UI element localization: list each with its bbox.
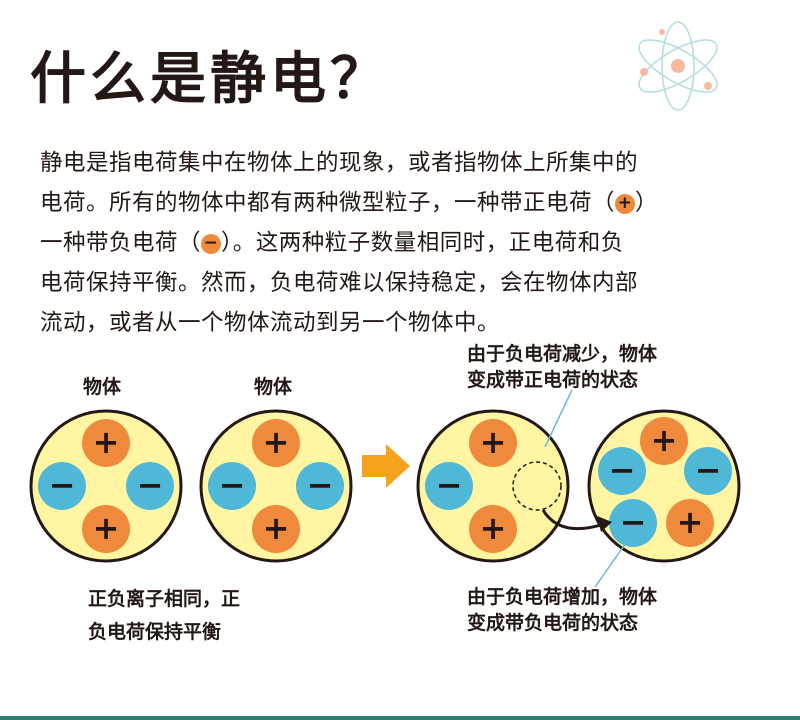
paragraph-line-1: 静电是指电荷集中在物体上的现象，或者指物体上所集中的 bbox=[40, 150, 639, 176]
svg-text:+: + bbox=[263, 423, 290, 461]
svg-text:−: − bbox=[49, 466, 76, 504]
negative-charge: − bbox=[425, 462, 473, 510]
paragraph-line-5: 流动，或者从一个物体流动到另一个物体中。 bbox=[40, 310, 501, 336]
paragraph-line-2: 电荷。所有的物体中都有两种微型粒子，一种带正电荷（+） bbox=[40, 183, 740, 223]
positive-charge: + bbox=[252, 419, 300, 467]
negative-charge: − bbox=[609, 499, 657, 547]
positive-charge: + bbox=[666, 499, 714, 547]
positive-state-caption-line-2: 变成带正电荷的状态 bbox=[467, 369, 639, 391]
page-title: 什么是静电？ bbox=[30, 47, 390, 112]
negative-charge: − bbox=[126, 462, 174, 510]
svg-text:+: + bbox=[480, 423, 507, 461]
paragraph-line-3: 一种带负电荷（−）。这两种粒子数量相同时，正电荷和负 bbox=[40, 223, 740, 263]
object-label-2: 物体 bbox=[254, 376, 293, 398]
positive-charge: + bbox=[469, 505, 517, 553]
paragraph-line-3-text-b: ）。这两种粒子数量相同时，正电荷和负 bbox=[221, 230, 624, 256]
positive-charge-icon: + bbox=[615, 194, 636, 214]
object-circle-negative: + + − − − bbox=[587, 409, 741, 563]
svg-text:+: + bbox=[93, 509, 120, 547]
intro-paragraph: 静电是指电荷集中在物体上的现象，或者指物体上所集中的 电荷。所有的物体中都有两种… bbox=[40, 143, 740, 343]
svg-text:+: + bbox=[263, 509, 290, 547]
negative-charge: − bbox=[684, 447, 732, 495]
svg-text:−: − bbox=[307, 466, 334, 504]
paragraph-line-2-text-a: 电荷。所有的物体中都有两种微型粒子，一种带正电荷（ bbox=[40, 190, 616, 216]
negative-charge-icon: − bbox=[201, 234, 222, 254]
paragraph-line-2-text-b: ） bbox=[635, 190, 659, 216]
missing-charge-outline bbox=[512, 461, 562, 511]
svg-text:−: − bbox=[436, 466, 463, 504]
negative-charge: − bbox=[598, 447, 646, 495]
positive-charge: + bbox=[82, 419, 130, 467]
object-circle-positive: + + − bbox=[416, 409, 570, 563]
svg-text:+: + bbox=[677, 503, 704, 541]
svg-text:+: + bbox=[651, 421, 678, 459]
svg-text:−: − bbox=[137, 466, 164, 504]
svg-text:−: − bbox=[609, 451, 636, 489]
atom-icon bbox=[638, 21, 718, 111]
bottom-divider bbox=[0, 716, 800, 720]
object-circle-2: + + − − bbox=[199, 409, 353, 563]
transfer-arrow bbox=[541, 509, 605, 531]
arrow-right-icon bbox=[362, 444, 410, 488]
negative-state-caption-line-1: 由于负电荷增加，物体 bbox=[467, 586, 658, 608]
leader-line-top bbox=[544, 389, 573, 448]
positive-charge: + bbox=[469, 419, 517, 467]
transfer-arrowhead bbox=[597, 516, 612, 532]
object-label-1: 物体 bbox=[83, 376, 122, 398]
svg-text:−: − bbox=[695, 451, 722, 489]
balanced-caption-line-1: 正负离子相同，正 bbox=[88, 588, 241, 610]
svg-text:−: − bbox=[620, 503, 647, 541]
positive-state-caption-line-1: 由于负电荷减少，物体 bbox=[467, 343, 658, 365]
negative-charge: − bbox=[296, 462, 344, 510]
negative-state-caption-line-2: 变成带负电荷的状态 bbox=[467, 612, 639, 634]
positive-charge: + bbox=[82, 505, 130, 553]
object-circle-1: + + − − bbox=[29, 409, 183, 563]
svg-text:−: − bbox=[219, 466, 246, 504]
paragraph-line-3-text-a: 一种带负电荷（ bbox=[40, 230, 202, 256]
svg-text:+: + bbox=[480, 509, 507, 547]
paragraph-line-4: 电荷保持平衡。然而，负电荷难以保持稳定，会在物体内部 bbox=[40, 270, 639, 296]
negative-charge: − bbox=[208, 462, 256, 510]
positive-charge: + bbox=[252, 505, 300, 553]
positive-charge: + bbox=[640, 417, 688, 465]
balanced-caption-line-2: 负电荷保持平衡 bbox=[88, 621, 222, 643]
negative-charge: − bbox=[38, 462, 86, 510]
leader-line-bottom bbox=[594, 539, 629, 588]
svg-text:+: + bbox=[93, 423, 120, 461]
